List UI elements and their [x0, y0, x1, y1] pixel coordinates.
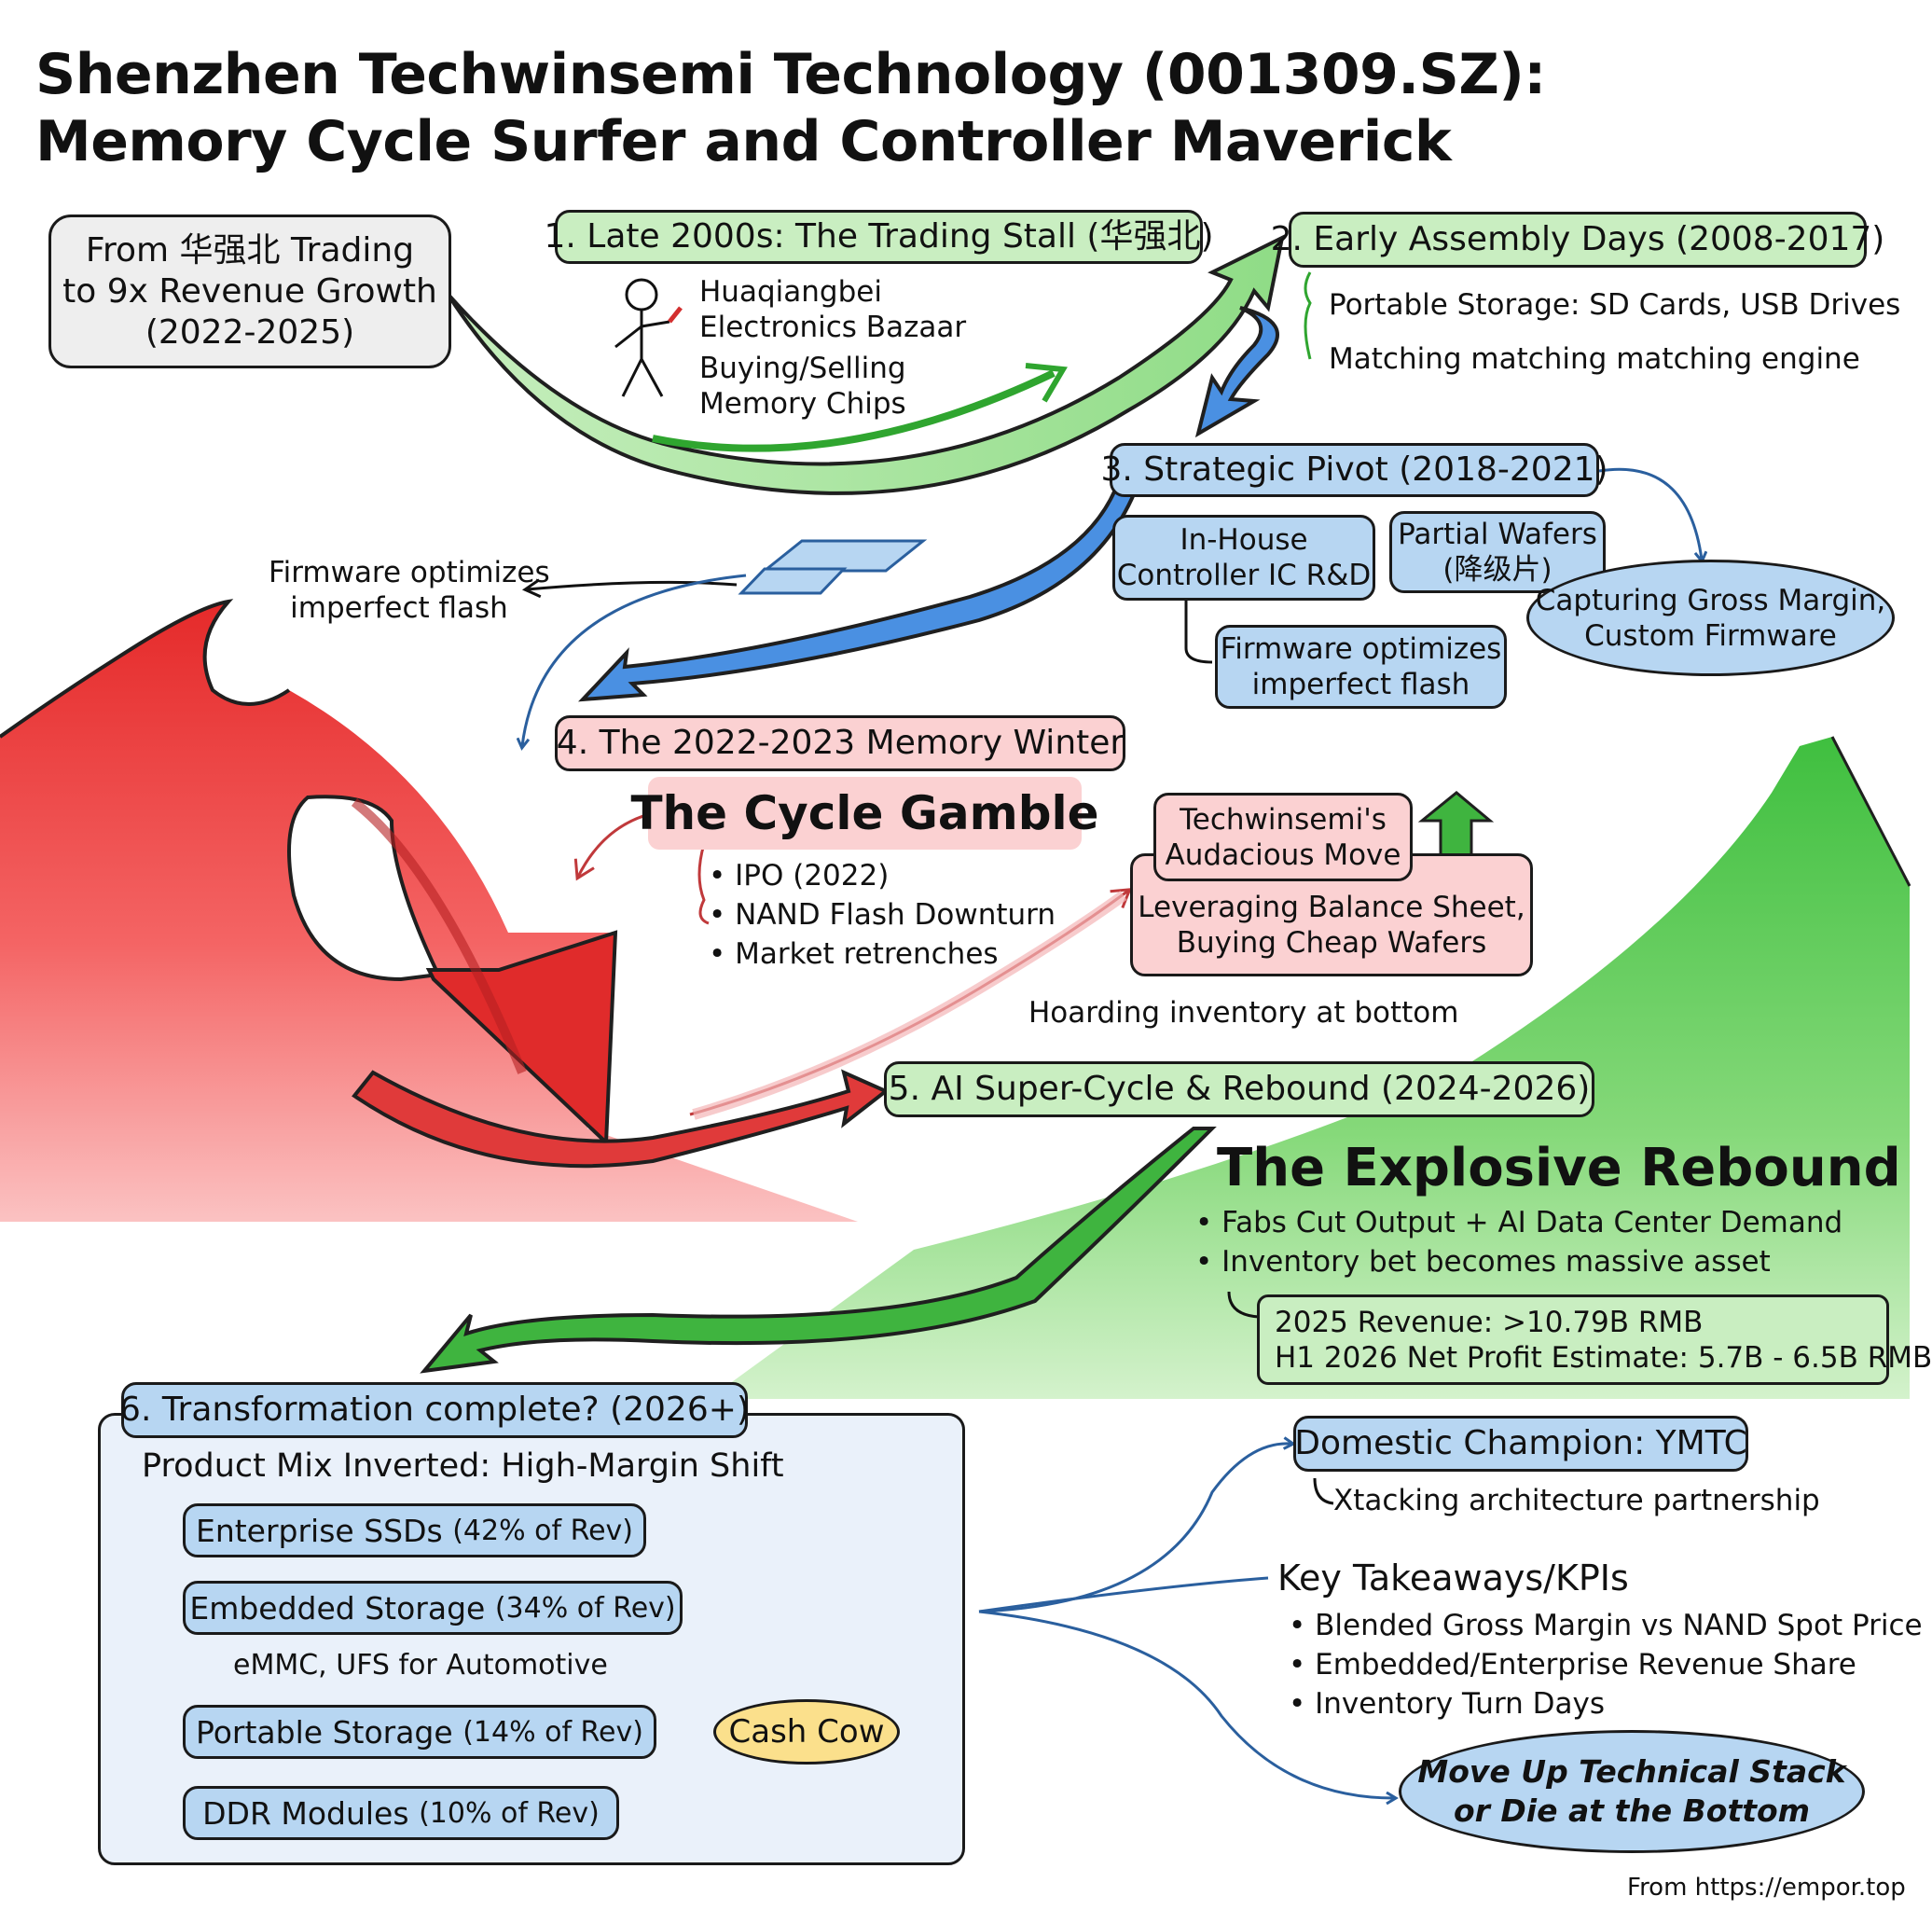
product-share: (34% of Rev): [494, 1591, 676, 1625]
origin-line-3: (2022-2025): [145, 312, 355, 352]
rebound-bullets: Fabs Cut Output + AI Data Center Demand …: [1195, 1203, 1842, 1281]
page-title: Shenzhen Techwinsemi Technology (001309.…: [35, 41, 1546, 175]
stage-5-text: 5. AI Super-Cycle & Rebound (2024-2026): [888, 1070, 1591, 1108]
firmware-line-2: imperfect flash: [1251, 668, 1470, 701]
gamble-text: The Cycle Gamble: [630, 786, 1099, 840]
motto-line-1: Move Up Technical Stack: [1417, 1753, 1846, 1790]
kpi-inventory-days: Inventory Turn Days: [1289, 1684, 1923, 1723]
stage-1-note-bazaar: Huaqiangbei Electronics Bazaar: [699, 274, 966, 345]
chips-line-1: Buying/Selling: [699, 352, 906, 385]
kpi-gross-margin: Blended Gross Margin vs NAND Spot Price: [1289, 1606, 1922, 1645]
motto-ellipse: Move Up Technical Stack or Die at the Bo…: [1399, 1730, 1865, 1853]
rebound-to-transformation-arrow: [420, 1127, 1217, 1374]
bazaar-line-1: Huaqiangbei: [699, 275, 882, 309]
cash-cow-badge: Cash Cow: [713, 1699, 900, 1765]
stage-2-text: 2. Early Assembly Days (2008-2017): [1270, 220, 1885, 258]
bazaar-line-2: Electronics Bazaar: [699, 311, 967, 344]
product-name: Embedded Storage: [189, 1589, 486, 1626]
wafers-line-2: (降级片): [1442, 553, 1552, 587]
gross-margin-ellipse: Capturing Gross Margin, Custom Firmware: [1526, 560, 1895, 676]
stage-6-text: 6. Transformation complete? (2026+): [119, 1391, 750, 1429]
product-name: Portable Storage: [196, 1713, 453, 1751]
stage-1-text: 1. Late 2000s: The Trading Stall (华强北): [544, 217, 1214, 256]
rebound-heading: The Explosive Rebound: [1217, 1138, 1901, 1198]
product-share: (14% of Rev): [462, 1715, 643, 1749]
rnd-line-2: Controller IC R&D: [1116, 559, 1372, 592]
audacious-move-box: Techwinsemi's Audacious Move: [1153, 793, 1413, 881]
stage-2-item-engine: Matching matching matching engine: [1329, 342, 1860, 376]
rnd-line-1: In-House: [1180, 523, 1308, 557]
kpi-revenue-share: Embedded/Enterprise Revenue Share: [1289, 1645, 1923, 1684]
firmware-line-1: Firmware optimizes: [1220, 632, 1502, 666]
trading-to-assembly-arrow: [446, 234, 1285, 495]
product-mix-title: Product Mix Inverted: High-Margin Shift: [142, 1447, 784, 1485]
product-share: (10% of Rev): [419, 1796, 600, 1830]
stage-3-text: 3. Strategic Pivot (2018-2021): [1100, 450, 1608, 489]
ymtc-note: Xtacking architecture partnership: [1333, 1484, 1820, 1517]
wafer-icon: [738, 539, 928, 595]
partial-wafers-box: Partial Wafers (降级片): [1389, 511, 1606, 593]
kpi-title: Key Takeaways/KPIs: [1277, 1557, 1629, 1599]
title-line-1: Shenzhen Techwinsemi Technology (001309.…: [35, 42, 1546, 107]
origin-line-1: From 华强北 Trading: [85, 230, 415, 270]
stage-4-label: 4. The 2022-2023 Memory Winter: [555, 715, 1125, 771]
product-ddr-modules: DDR Modules (10% of Rev): [183, 1786, 619, 1840]
margin-line-1: Capturing Gross Margin,: [1535, 583, 1886, 617]
stage-3-label: 3. Strategic Pivot (2018-2021): [1100, 443, 1608, 497]
winter-bullet-retrench: Market retrenches: [709, 934, 1056, 974]
stage-1-label: 1. Late 2000s: The Trading Stall (华强北): [544, 210, 1214, 264]
stage-6-label: 6. Transformation complete? (2026+): [119, 1382, 750, 1438]
winter-bullets: IPO (2022) NAND Flash Downturn Market re…: [709, 856, 1056, 974]
origin-box: From 华强北 Trading to 9x Revenue Growth (2…: [48, 215, 451, 368]
title-line-2: Memory Cycle Surfer and Controller Maver…: [35, 109, 1452, 174]
product-share: (42% of Rev): [452, 1514, 634, 1547]
margin-line-2: Custom Firmware: [1584, 618, 1837, 653]
memory-winter-wave: [0, 599, 890, 1222]
stage-5-label: 5. AI Super-Cycle & Rebound (2024-2026): [884, 1061, 1594, 1117]
trader-figure-icon: [614, 278, 683, 397]
metrics-box: 2025 Revenue: >10.79B RMB H1 2026 Net Pr…: [1257, 1294, 1932, 1385]
pivot-to-winter-arrow: [578, 478, 1140, 702]
controller-rnd-box: In-House Controller IC R&D: [1112, 515, 1375, 601]
metric-profit: H1 2026 Net Profit Estimate: 5.7B - 6.5B…: [1275, 1340, 1932, 1375]
lever-line-2: Buying Cheap Wafers: [1176, 926, 1487, 960]
move-line-2: Audacious Move: [1165, 837, 1401, 872]
move-line-1: Techwinsemi's: [1180, 802, 1387, 837]
product-portable-storage: Portable Storage (14% of Rev): [183, 1705, 656, 1759]
firmware-side-note: Firmware optimizes imperfect flash: [269, 555, 550, 626]
rebound-bullet-demand: Fabs Cut Output + AI Data Center Demand: [1195, 1203, 1842, 1242]
stage-2-item-portable: Portable Storage: SD Cards, USB Drives: [1329, 288, 1901, 322]
metric-revenue: 2025 Revenue: >10.79B RMB: [1275, 1305, 1704, 1339]
product-enterprise-ssd: Enterprise SSDs (42% of Rev): [183, 1503, 646, 1557]
side-note-line-2: imperfect flash: [290, 591, 508, 625]
cash-cow-text: Cash Cow: [728, 1713, 885, 1751]
winter-bullet-ipo: IPO (2022): [709, 856, 1056, 895]
source-credit: From https://empor.top: [1627, 1874, 1906, 1902]
chips-line-2: Memory Chips: [699, 387, 906, 421]
kpi-list: Blended Gross Margin vs NAND Spot Price …: [1289, 1606, 1923, 1723]
origin-line-2: to 9x Revenue Growth: [62, 271, 437, 311]
product-name: Enterprise SSDs: [195, 1512, 443, 1549]
firmware-box: Firmware optimizes imperfect flash: [1215, 625, 1507, 709]
champion-text: Domestic Champion: YMTC: [1294, 1424, 1747, 1462]
embedded-note: eMMC, UFS for Automotive: [233, 1649, 608, 1682]
wafers-line-1: Partial Wafers: [1398, 518, 1597, 551]
side-note-line-1: Firmware optimizes: [269, 556, 550, 589]
ymtc-champion-box: Domestic Champion: YMTC: [1293, 1416, 1748, 1472]
winter-bullet-downturn: NAND Flash Downturn: [709, 895, 1056, 934]
stage-1-note-chips: Buying/Selling Memory Chips: [699, 351, 906, 422]
motto-line-2: or Die at the Bottom: [1453, 1792, 1811, 1829]
cycle-gamble-heading: The Cycle Gamble: [630, 777, 1099, 850]
stage-4-text: 4. The 2022-2023 Memory Winter: [556, 724, 1125, 762]
hoarding-note: Hoarding inventory at bottom: [1028, 996, 1459, 1030]
assembly-to-pivot-arrow: [1194, 306, 1279, 438]
stage-2-label: 2. Early Assembly Days (2008-2017): [1271, 212, 1884, 268]
product-name: DDR Modules: [202, 1794, 409, 1832]
rebound-bullet-asset: Inventory bet becomes massive asset: [1195, 1242, 1842, 1281]
product-embedded-storage: Embedded Storage (34% of Rev): [183, 1581, 683, 1635]
lever-line-1: Leveraging Balance Sheet,: [1138, 891, 1525, 924]
